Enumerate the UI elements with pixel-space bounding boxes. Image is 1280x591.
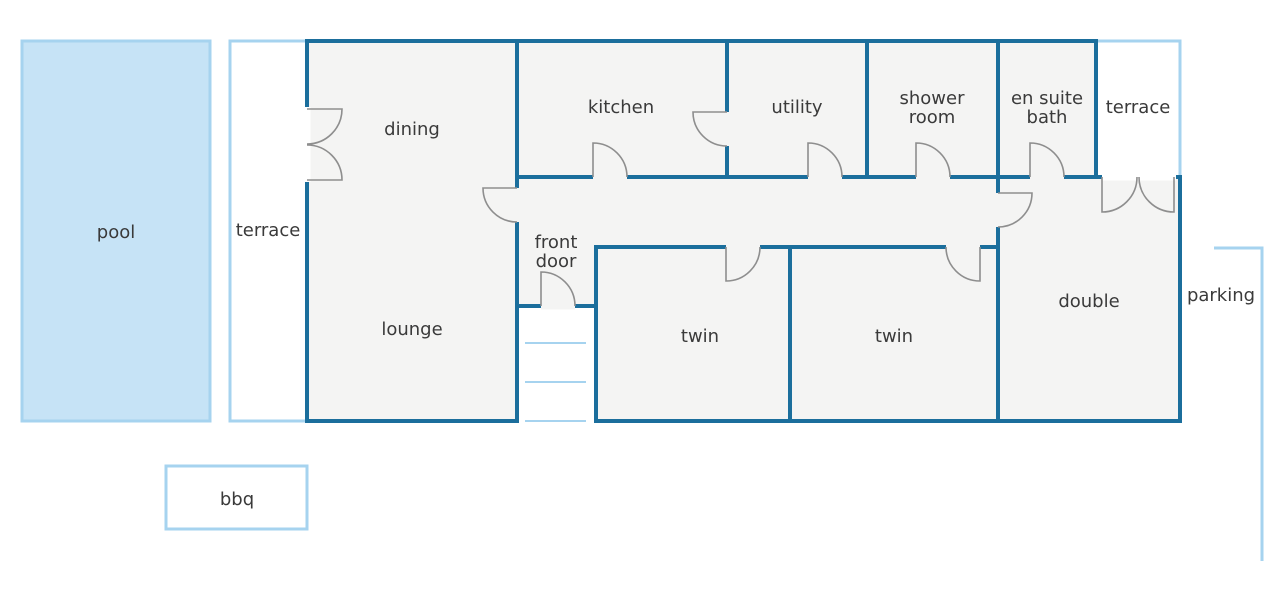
front-steps <box>525 342 586 422</box>
label-shower-room-line2: room <box>909 107 956 128</box>
label-parking: parking <box>1187 285 1255 306</box>
label-terrace-east: terrace <box>1106 97 1171 118</box>
label-front-door-line1: front <box>535 232 578 253</box>
door-swings <box>306 108 1175 307</box>
label-ensuite-line2: bath <box>1027 107 1068 128</box>
terrace-east <box>1096 39 1182 177</box>
label-pool: pool <box>97 222 135 243</box>
label-twin-2: twin <box>875 326 913 347</box>
house-floor <box>307 41 1180 421</box>
label-utility: utility <box>771 97 823 118</box>
room-labels: pool terrace dining lounge kitchen utili… <box>97 88 1255 510</box>
label-double: double <box>1058 291 1119 312</box>
label-dining: dining <box>384 119 440 140</box>
label-front-door-line2: door <box>536 251 577 272</box>
label-terrace-west: terrace <box>236 220 301 241</box>
label-lounge: lounge <box>381 319 442 340</box>
label-twin-1: twin <box>681 326 719 347</box>
label-bbq: bbq <box>220 489 254 510</box>
label-ensuite-line1: en suite <box>1011 88 1083 109</box>
pool <box>20 39 212 423</box>
label-shower-room-line1: shower <box>900 88 966 109</box>
parking-area <box>1214 246 1264 561</box>
label-kitchen: kitchen <box>588 97 654 118</box>
bbq <box>164 464 309 531</box>
